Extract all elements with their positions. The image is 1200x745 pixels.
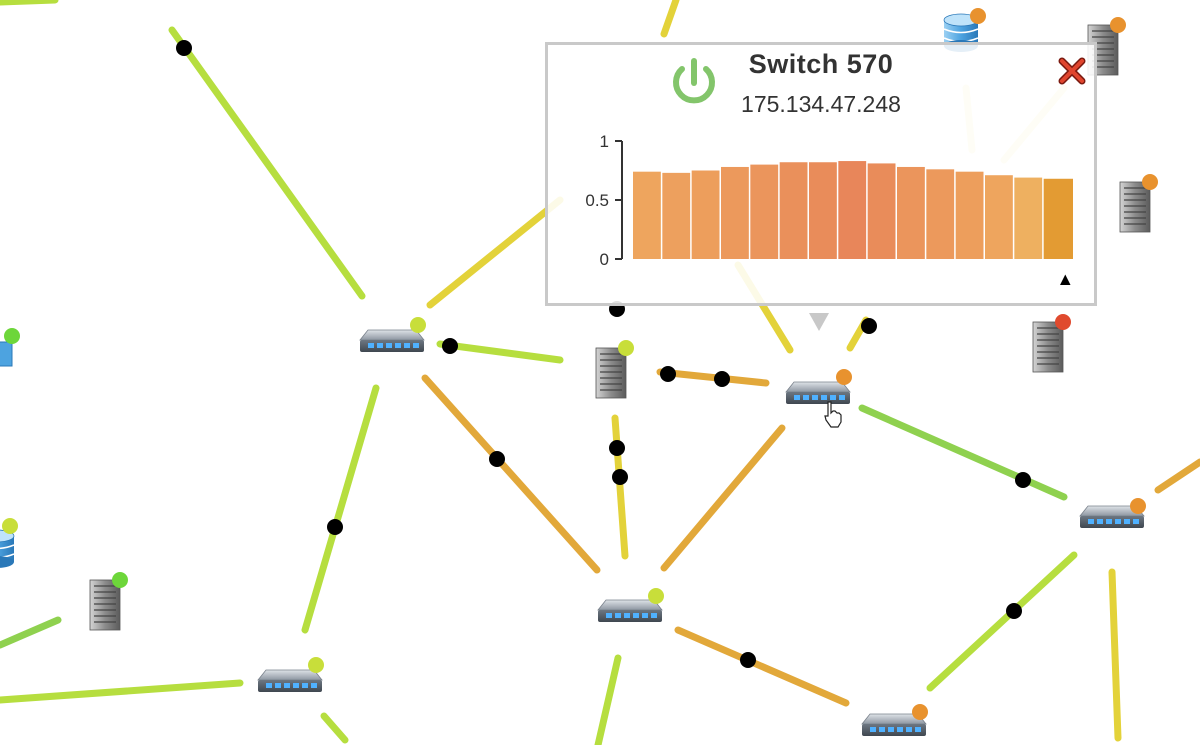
link[interactable]: [320, 712, 349, 744]
link[interactable]: [0, 679, 244, 704]
status-dot: [1130, 498, 1146, 514]
ip-address: 175.134.47.248: [741, 91, 901, 117]
status-dot: [4, 328, 20, 344]
server-icon: [1119, 181, 1151, 233]
switch-node[interactable]: [785, 369, 852, 405]
link[interactable]: [1154, 458, 1200, 494]
link-marker[interactable]: [442, 338, 458, 354]
server-node[interactable]: [595, 340, 634, 399]
chart-bar[interactable]: [662, 172, 691, 259]
chart-bar[interactable]: [1043, 178, 1073, 259]
link-marker[interactable]: [660, 366, 676, 382]
link-marker[interactable]: [1006, 603, 1022, 619]
chart-bar[interactable]: [721, 166, 749, 259]
server-icon: [595, 347, 627, 399]
link[interactable]: [1108, 568, 1122, 742]
utilization-chart: 1 0.5 0 ▲: [585, 132, 1074, 289]
switch-node[interactable]: [359, 317, 426, 353]
chart-bar[interactable]: [897, 166, 925, 259]
status-dot: [112, 572, 128, 588]
switch-node[interactable]: [1079, 498, 1146, 529]
computer-node[interactable]: [0, 328, 20, 367]
switch-icon: [257, 669, 323, 693]
link-marker[interactable]: [176, 40, 192, 56]
chart-bar[interactable]: [633, 171, 661, 259]
server-icon: [1032, 321, 1064, 373]
link[interactable]: [858, 404, 1068, 501]
status-dot: [836, 369, 852, 385]
link[interactable]: [426, 196, 564, 309]
chart-bar[interactable]: [838, 161, 867, 259]
switch-icon: [785, 381, 851, 405]
database-node[interactable]: [0, 518, 18, 569]
switch-icon: [359, 329, 425, 353]
chart-bar[interactable]: [926, 169, 955, 259]
status-dot: [1055, 314, 1071, 330]
database-node[interactable]: [943, 8, 986, 53]
link-marker[interactable]: [489, 451, 505, 467]
status-dot: [1142, 174, 1158, 190]
chart-bar[interactable]: [691, 170, 720, 260]
link[interactable]: [168, 26, 366, 300]
link-marker[interactable]: [327, 519, 343, 535]
status-dot: [308, 657, 324, 673]
link[interactable]: [611, 414, 629, 560]
link[interactable]: [0, 0, 59, 6]
node-detail-popup: Switch 570 175.134.47.248 1 0.5 0 ▲: [545, 42, 1097, 306]
status-dot: [648, 588, 664, 604]
popup-title: Switch 570: [748, 49, 894, 79]
server-node[interactable]: [1032, 314, 1071, 373]
chart-bar[interactable]: [779, 162, 808, 259]
y-tick-label: 0.5: [585, 191, 609, 210]
server-node[interactable]: [1119, 174, 1158, 233]
server-node[interactable]: [1087, 17, 1126, 76]
computer-icon: [0, 341, 13, 367]
y-tick-label: 1: [600, 132, 609, 151]
link[interactable]: [674, 626, 850, 707]
chart-bar[interactable]: [809, 162, 837, 259]
server-node[interactable]: [89, 572, 128, 631]
link[interactable]: [926, 551, 1078, 692]
link[interactable]: [660, 424, 786, 572]
y-tick-label: 0: [600, 250, 609, 269]
status-dot: [2, 518, 18, 534]
link[interactable]: [421, 374, 601, 574]
link-marker[interactable]: [861, 318, 877, 334]
link-marker[interactable]: [612, 469, 628, 485]
database-icon: [0, 529, 15, 569]
link[interactable]: [0, 616, 62, 649]
server-icon: [89, 579, 121, 631]
switch-node[interactable]: [257, 657, 324, 693]
chart-bar[interactable]: [867, 163, 896, 259]
status-dot: [410, 317, 426, 333]
link[interactable]: [436, 340, 564, 364]
chart-bar[interactable]: [955, 171, 984, 259]
link-marker[interactable]: [740, 652, 756, 668]
link-marker[interactable]: [714, 371, 730, 387]
link-marker[interactable]: [609, 440, 625, 456]
status-dot: [618, 340, 634, 356]
popup-pointer: [809, 313, 829, 331]
switch-node[interactable]: [861, 704, 928, 737]
close-icon[interactable]: [1058, 57, 1086, 85]
link[interactable]: [660, 0, 680, 38]
selected-bar-marker: ▲: [1056, 269, 1074, 289]
switch-icon: [597, 599, 663, 623]
hand-cursor-icon: [824, 401, 842, 428]
status-dot: [970, 8, 986, 24]
chart-bar[interactable]: [750, 164, 779, 259]
link[interactable]: [594, 654, 622, 745]
chart-bar[interactable]: [1014, 177, 1043, 259]
status-dot: [1110, 17, 1126, 33]
status-dot: [912, 704, 928, 720]
link[interactable]: [301, 384, 380, 634]
switch-node[interactable]: [597, 588, 664, 623]
power-icon[interactable]: [668, 57, 720, 109]
link[interactable]: [656, 368, 770, 387]
link-marker[interactable]: [1015, 472, 1031, 488]
chart-bar[interactable]: [985, 175, 1013, 259]
